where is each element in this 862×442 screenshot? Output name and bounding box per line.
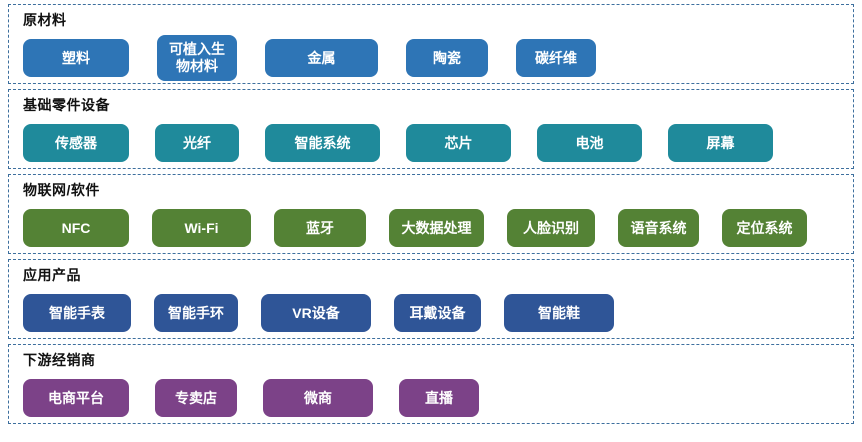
node-chip[interactable]: 芯片 (406, 124, 511, 162)
button-row: 传感器 光纤 智能系统 芯片 电池 屏幕 (23, 121, 853, 165)
section-label-raw-materials: 原材料 (23, 12, 67, 28)
section-label-downstream-distributors: 下游经销商 (23, 352, 96, 368)
node-smart-shoes[interactable]: 智能鞋 (504, 294, 614, 332)
section-raw-materials: 原材料 塑料 可植入生物材料 金属 陶瓷 碳纤维 (8, 4, 854, 84)
section-label-application-products: 应用产品 (23, 267, 81, 283)
node-sensor[interactable]: 传感器 (23, 124, 129, 162)
node-wifi[interactable]: Wi-Fi (152, 209, 251, 247)
section-label-iot-software: 物联网/软件 (23, 182, 100, 198)
node-vr-device[interactable]: VR设备 (261, 294, 371, 332)
node-carbon-fiber[interactable]: 碳纤维 (516, 39, 596, 77)
node-face-recognition[interactable]: 人脸识别 (507, 209, 595, 247)
button-row: 智能手表 智能手环 VR设备 耳戴设备 智能鞋 (23, 291, 853, 335)
button-row: 塑料 可植入生物材料 金属 陶瓷 碳纤维 (23, 35, 853, 81)
node-implantable-biomaterial[interactable]: 可植入生物材料 (157, 35, 237, 81)
node-positioning-system[interactable]: 定位系统 (722, 209, 807, 247)
section-application-products: 应用产品 智能手表 智能手环 VR设备 耳戴设备 智能鞋 (8, 259, 854, 339)
node-ear-worn-device[interactable]: 耳戴设备 (394, 294, 481, 332)
node-plastic[interactable]: 塑料 (23, 39, 129, 77)
node-ecommerce-platform[interactable]: 电商平台 (23, 379, 129, 417)
node-smart-band[interactable]: 智能手环 (154, 294, 238, 332)
node-wechat-business[interactable]: 微商 (263, 379, 373, 417)
section-downstream-distributors: 下游经销商 电商平台 专卖店 微商 直播 (8, 344, 854, 424)
node-voice-system[interactable]: 语音系统 (618, 209, 699, 247)
node-big-data-processing[interactable]: 大数据处理 (389, 209, 484, 247)
node-screen[interactable]: 屏幕 (668, 124, 773, 162)
node-smart-watch[interactable]: 智能手表 (23, 294, 131, 332)
node-smart-system[interactable]: 智能系统 (265, 124, 380, 162)
button-row: NFC Wi-Fi 蓝牙 大数据处理 人脸识别 语音系统 定位系统 (23, 206, 853, 250)
node-nfc[interactable]: NFC (23, 209, 129, 247)
section-basic-components: 基础零件设备 传感器 光纤 智能系统 芯片 电池 屏幕 (8, 89, 854, 169)
node-metal[interactable]: 金属 (265, 39, 378, 77)
section-iot-software: 物联网/软件 NFC Wi-Fi 蓝牙 大数据处理 人脸识别 语音系统 定位系统 (8, 174, 854, 254)
industry-chain-diagram: 原材料 塑料 可植入生物材料 金属 陶瓷 碳纤维 基础零件设备 传感器 光纤 智… (8, 4, 854, 424)
section-label-basic-components: 基础零件设备 (23, 97, 110, 113)
node-battery[interactable]: 电池 (537, 124, 642, 162)
node-optical-fiber[interactable]: 光纤 (155, 124, 239, 162)
button-row: 电商平台 专卖店 微商 直播 (23, 376, 853, 420)
node-live-streaming[interactable]: 直播 (399, 379, 479, 417)
node-ceramic[interactable]: 陶瓷 (406, 39, 488, 77)
node-specialty-store[interactable]: 专卖店 (155, 379, 237, 417)
node-bluetooth[interactable]: 蓝牙 (274, 209, 366, 247)
